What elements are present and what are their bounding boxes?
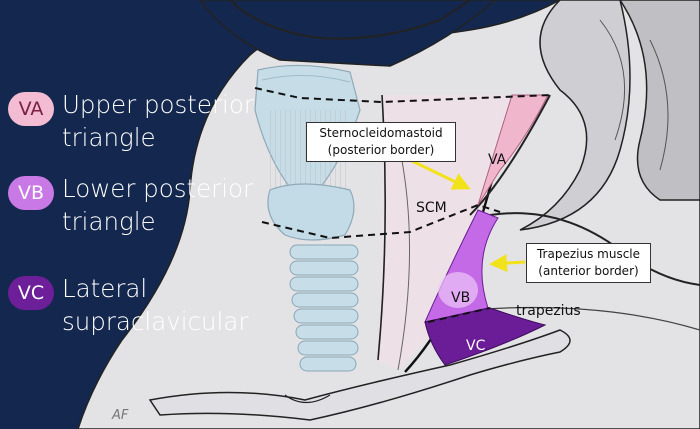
label-vc: VC	[466, 338, 486, 354]
trapezius-callout-line2: (anterior border)	[538, 264, 639, 278]
legend-item-vb: VB Lower posterior triangle	[8, 172, 253, 238]
legend-va-line2: triangle	[62, 123, 156, 152]
legend-vb-line1: Lower posterior	[62, 174, 254, 203]
badge-vc: VC	[8, 276, 54, 310]
badge-va: VA	[8, 92, 54, 126]
trapezius-callout-line1: Trapezius muscle	[536, 247, 641, 261]
trachea	[289, 244, 359, 372]
badge-vb: VB	[8, 176, 54, 210]
scm-callout: Sternocleidomastoid (posterior border)	[306, 122, 456, 162]
thyroid-gland	[267, 183, 355, 241]
artist-signature: AF	[112, 408, 129, 423]
trapezius-callout: Trapezius muscle (anterior border)	[526, 243, 651, 283]
legend-text-va: Upper posterior triangle	[62, 88, 254, 154]
trapezius-arrow	[489, 254, 526, 273]
legend-text-vb: Lower posterior triangle	[62, 172, 253, 238]
label-trapezius: trapezius	[516, 303, 581, 319]
zone-vc	[424, 307, 547, 366]
label-va: VA	[488, 152, 507, 168]
legend-item-vc: VC Lateral supraclavicular	[8, 272, 248, 338]
legend-va-line1: Upper posterior	[62, 90, 254, 119]
legend-text-vc: Lateral supraclavicular	[62, 272, 248, 338]
legend-vc-line1: Lateral	[62, 274, 148, 303]
legend-vb-line2: triangle	[62, 207, 156, 236]
jaw-line	[229, 0, 471, 40]
level-boundaries	[254, 87, 553, 323]
legend-item-va: VA Upper posterior triangle	[8, 88, 254, 154]
label-vb: VB	[451, 290, 471, 306]
label-scm: SCM	[416, 200, 447, 216]
zone-va	[477, 94, 549, 206]
hair	[619, 0, 700, 201]
legend-vc-line2: supraclavicular	[62, 307, 249, 336]
clavicle	[148, 329, 571, 421]
chin-shadow	[199, 0, 497, 67]
scm-callout-line2: (posterior border)	[327, 143, 435, 157]
scm-region	[378, 95, 510, 370]
scm-arrow	[409, 158, 471, 190]
ear	[519, 0, 631, 231]
scm-callout-line1: Sternocleidomastoid	[319, 126, 443, 140]
trapezius-anterior-border	[469, 94, 551, 216]
